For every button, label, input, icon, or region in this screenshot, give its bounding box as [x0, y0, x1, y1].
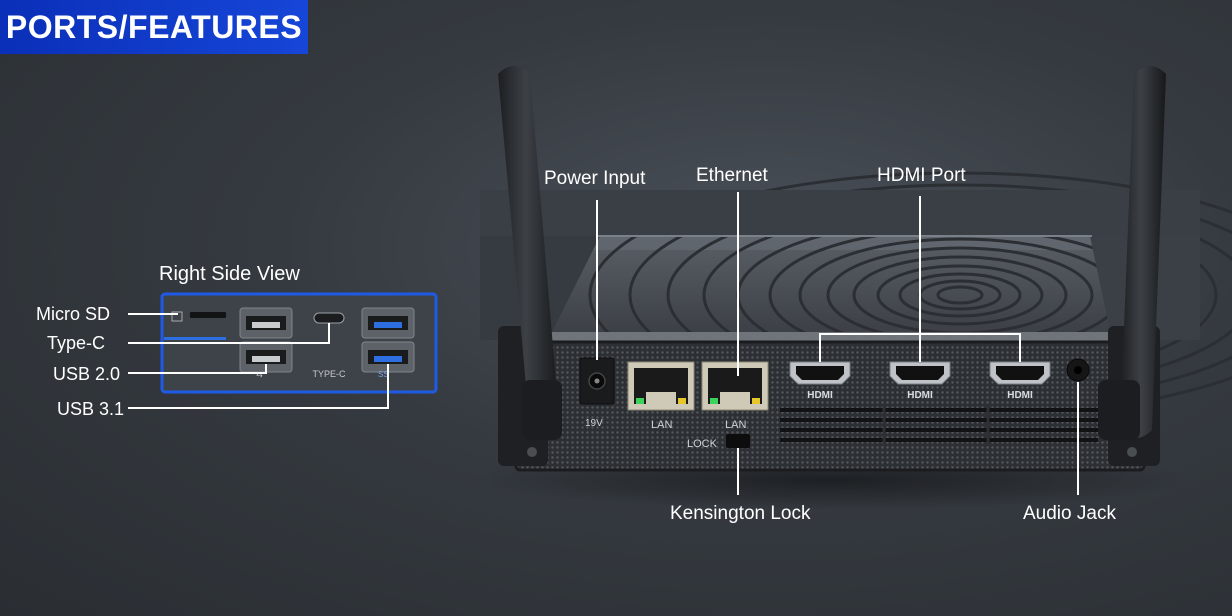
typec-port — [313, 312, 345, 324]
side-view-title: Right Side View — [159, 263, 300, 285]
micro-sd-label: Micro SD — [36, 304, 111, 324]
hdmi-label-3: HDMI — [1007, 390, 1033, 401]
hdmi-label-2: HDMI — [907, 390, 933, 401]
usb31-ports — [361, 307, 415, 373]
hdmi-port-label: HDMI Port — [877, 165, 966, 186]
voltage-label: 19V — [585, 418, 603, 429]
lock-label: LOCK — [687, 438, 718, 450]
left-antenna — [498, 66, 562, 440]
ethernet-label: Ethernet — [696, 165, 768, 186]
svg-text:⇆: ⇆ — [256, 370, 263, 379]
type-c-label: Type-C — [47, 333, 106, 353]
page-title: PORTS/FEATURES — [5, 8, 303, 45]
lan-port-1: LAN — [627, 361, 695, 431]
kensington-lock-label: Kensington Lock — [670, 503, 811, 524]
microsd-slot — [190, 312, 226, 318]
hdmi-port-3: HDMI — [989, 361, 1051, 401]
lan-port-2: LAN — [701, 361, 769, 431]
hdmi-port-2: HDMI — [889, 361, 951, 401]
usb20-label: USB 2.0 — [53, 364, 121, 384]
right-antenna — [1098, 66, 1166, 440]
kensington-slot — [726, 434, 750, 448]
hdmi-port-1: HDMI — [789, 361, 851, 401]
typec-silk-label: TYPE-C — [312, 369, 346, 379]
header-banner: PORTS/FEATURES — [0, 0, 308, 54]
side-callout-lines — [128, 313, 389, 409]
lan-label-1: LAN — [651, 419, 672, 431]
usb31-label: USB 3.1 — [57, 399, 125, 419]
ss-silk-label: SS — [378, 370, 389, 379]
power-input-label: Power Input — [544, 168, 646, 189]
sd-icon — [171, 311, 183, 322]
vent-grille — [780, 408, 1098, 442]
usb20-ports — [239, 307, 293, 373]
side-view-panel: TYPE-C SS ⇆ — [160, 292, 438, 394]
lan-label-2: LAN — [725, 419, 746, 431]
hdmi-label-1: HDMI — [807, 390, 833, 401]
rear-callout-lines — [596, 192, 1079, 495]
audio-jack-label: Audio Jack — [1023, 503, 1116, 524]
